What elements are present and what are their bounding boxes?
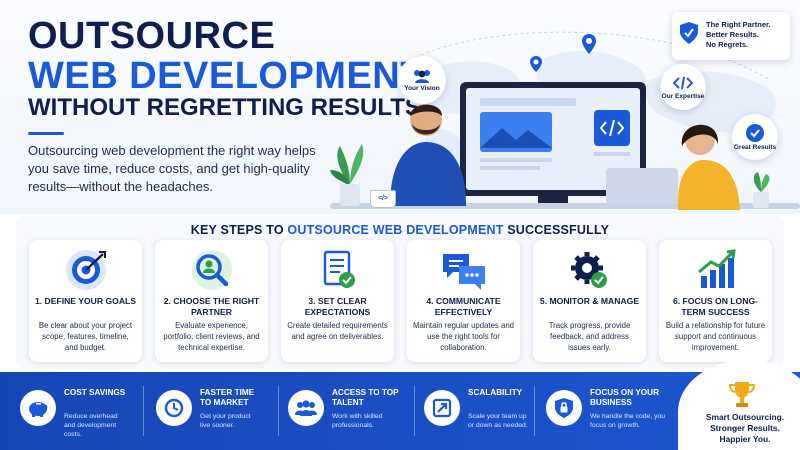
benefit-scalability: SCALABILITY Scale your team up or down a…: [424, 384, 534, 438]
scale-icon: [432, 398, 452, 418]
plant-illustration: [330, 144, 364, 206]
step-card-1: 1. DEFINE YOUR GOALS Be clear about your…: [29, 240, 142, 362]
team-icon: [295, 400, 317, 416]
monitor-stand: [538, 196, 568, 204]
search-user-icon: [192, 250, 232, 290]
step-card-5: 5. MONITOR & MANAGE Track progress, prov…: [533, 240, 646, 362]
benefit-cost-savings: COST SAVINGS Reduce overhead and develop…: [20, 384, 130, 438]
title-line-1: OUTSOURCE: [28, 15, 276, 57]
clock-icon: [164, 398, 184, 418]
step-title: 1. DEFINE YOUR GOALS: [34, 296, 137, 306]
benefit-title: FASTER TIME TO MARKET: [200, 388, 255, 407]
benefit-desc: We handle the code, you focus on growth.: [590, 413, 666, 429]
desk: [330, 203, 800, 209]
step-desc: Evaluate experience, portfolio, client r…: [163, 321, 260, 352]
gear-check-icon: [571, 252, 607, 288]
benefit-desc: Reduce overhead and development costs.: [64, 413, 118, 438]
check-circle-icon: [746, 123, 764, 142]
people-icon: [414, 69, 430, 83]
top-card-line-1: The Right Partner.: [706, 20, 771, 29]
step-desc: Track progress, provide feedback, and ad…: [548, 321, 631, 352]
step-card-6: 6. FOCUS ON LONG-TERM SUCCESS Build a re…: [659, 240, 772, 362]
benefit-icon-circle: [546, 390, 582, 426]
top-card: The Right Partner. Better Results. No Re…: [672, 12, 790, 60]
location-pin-icon: [530, 56, 542, 72]
our-expertise-badge: Our Expertise: [660, 64, 706, 110]
title-line-2: WEB DEVELOPMENT: [28, 55, 424, 97]
benefit-desc: Work with skilled professionals.: [332, 413, 383, 429]
location-pin-icon: [582, 34, 596, 54]
benefit-divider: [534, 386, 535, 436]
benefit-focus-business: FOCUS ON YOUR BUSINESS We handle the cod…: [546, 384, 676, 438]
monitor-illustration: [460, 82, 646, 196]
title-line-3: WITHOUT REGRETTING RESULTS: [28, 94, 421, 121]
benefits-bar: [0, 372, 800, 450]
step-desc: Build a relationship for future support …: [665, 321, 766, 352]
benefit-title: COST SAVINGS: [64, 388, 126, 397]
step-title: 5. MONITOR & MANAGE: [539, 296, 640, 306]
steps-title: KEY STEPS TO OUTSOURCE WEB DEVELOPMENT S…: [0, 223, 800, 237]
plant-small-illustration: [753, 172, 770, 208]
step-title: 4. COMMUNICATE EFFECTIVELY: [426, 296, 501, 317]
your-vision-badge: Your Vision: [398, 56, 446, 104]
great-results-badge: Great Results: [732, 114, 778, 160]
steps-title-prefix: KEY STEPS TO: [190, 223, 288, 237]
benefit-icon-circle: [156, 390, 192, 426]
benefit-desc: Get your product live sooner.: [200, 413, 251, 429]
final-line-3: Happier You.: [719, 434, 771, 444]
benefit-icon-circle: [288, 390, 324, 426]
image-placeholder-icon: [480, 112, 552, 152]
top-card-line-3: No Regrets.: [706, 40, 749, 49]
step-desc: Be clear about your project scope, featu…: [38, 321, 133, 352]
benefit-title: ACCESS TO TOP TALENT: [332, 388, 399, 407]
final-badge: Smart Outsourcing. Stronger Results. Hap…: [678, 360, 800, 450]
step-title: 2. CHOOSE THE RIGHT PARTNER: [163, 296, 260, 317]
benefit-divider: [414, 386, 415, 436]
lock-icon: [555, 398, 573, 418]
final-line-2: Stronger Results.: [710, 423, 780, 433]
checklist-icon: [323, 250, 355, 288]
intro-text: Outsourcing web development the right wa…: [28, 143, 316, 194]
step-title: 6. FOCUS ON LONG-TERM SUCCESS: [673, 296, 758, 317]
step-title: 3. SET CLEAR EXPECTATIONS: [304, 296, 371, 317]
developer-man-illustration: [390, 104, 466, 206]
woman-illustration: [677, 124, 740, 210]
benefit-icon-circle: [424, 390, 460, 426]
benefit-divider: [278, 386, 279, 436]
great-results-label: Great Results: [733, 143, 777, 151]
steps-panel: [16, 216, 784, 368]
benefit-top-talent: ACCESS TO TOP TALENT Work with skilled p…: [288, 384, 410, 438]
final-line-1: Smart Outsourcing.: [705, 412, 785, 422]
step-desc: Maintain regular updates and use the rig…: [413, 321, 514, 352]
steps-title-suffix: SUCCESSFULLY: [503, 223, 610, 237]
laptop-illustration: [606, 168, 678, 204]
benefit-faster-time: FASTER TIME TO MARKET Get your product l…: [156, 384, 266, 438]
target-icon: [66, 250, 106, 290]
benefit-desc: Scale your team up or down as needed.: [468, 413, 528, 429]
shield-check-icon: [680, 22, 698, 44]
growth-chart-icon: [698, 249, 736, 288]
our-expertise-label: Our Expertise: [661, 92, 705, 100]
title-underline: [28, 132, 64, 135]
final-text: Smart Outsourcing. Stronger Results. Hap…: [688, 412, 800, 445]
steps-title-highlight: OUTSOURCE WEB DEVELOPMENT: [287, 223, 504, 237]
benefit-icon-circle: [20, 390, 56, 426]
code-icon: [673, 76, 693, 89]
trophy-icon: [728, 382, 756, 407]
step-card-4: 4. COMMUNICATE EFFECTIVELY Maintain regu…: [407, 240, 520, 362]
benefit-title: SCALABILITY: [468, 388, 523, 397]
chat-icon: [443, 254, 485, 290]
step-card-3: 3. SET CLEAR EXPECTATIONS Create detaile…: [281, 240, 394, 362]
benefit-title: FOCUS ON YOUR BUSINESS: [590, 388, 659, 407]
code-mug-icon: </>: [370, 190, 396, 208]
step-card-2: 2. CHOOSE THE RIGHT PARTNER Evaluate exp…: [155, 240, 268, 362]
step-desc: Create detailed requirements and agree o…: [287, 321, 388, 341]
benefit-divider: [143, 386, 144, 436]
top-card-line-2: Better Results.: [706, 30, 759, 39]
piggy-bank-icon: [29, 402, 48, 417]
code-window-icon: [594, 110, 630, 146]
your-vision-label: Your Vision: [404, 84, 440, 92]
